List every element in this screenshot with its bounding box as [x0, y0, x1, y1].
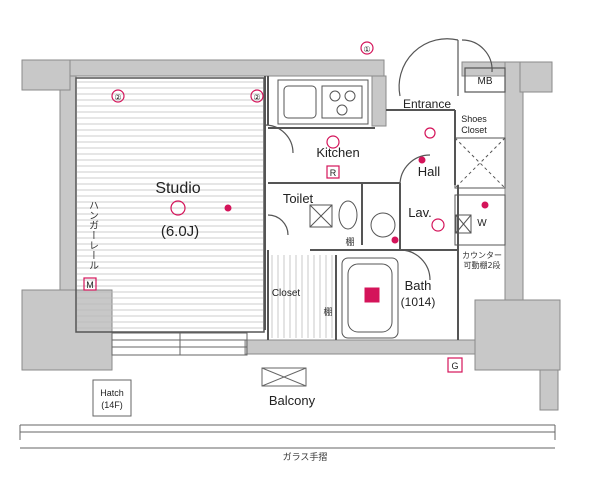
lav-fixtures: [370, 137, 506, 246]
right-wing: [519, 61, 553, 93]
toilet-label: Toilet: [283, 191, 314, 206]
toilet-shelf-label: 棚: [345, 236, 354, 248]
mb-label: MB: [478, 76, 493, 87]
kitchen-label: Kitchen: [316, 145, 359, 160]
toilet-fan-icon: [309, 204, 333, 228]
counter-label-2: 可動棚2段: [463, 260, 500, 270]
shoes-closet-label-1: Shoes: [461, 114, 487, 124]
hatch-label-1: Hatch: [100, 388, 124, 398]
shoes-closet-floor: [454, 137, 506, 189]
lav-label: Lav.: [408, 205, 432, 220]
bath-label: Bath: [405, 278, 432, 293]
kitchen-fixtures: [277, 79, 369, 125]
walls: [21, 59, 561, 411]
outlet-marker-1: [360, 41, 374, 55]
balcony: [19, 367, 556, 449]
studio-floor: [77, 81, 263, 329]
labels: Studio (6.0J) Kitchen Hall Toilet Lav. B…: [86, 45, 502, 463]
toilet-bowl-icon: [338, 200, 358, 230]
gas-marker-box: [447, 357, 463, 373]
shoes-closet-label-2: Closet: [461, 125, 487, 135]
bathtub-icon: [341, 257, 399, 339]
balcony-label: Balcony: [269, 393, 316, 408]
closet-label: Closet: [272, 288, 301, 299]
studio-size-label: (6.0J): [161, 223, 199, 240]
washer-space: [454, 194, 506, 246]
kitchen-top-wall: [371, 75, 387, 127]
sink-icon: [283, 85, 317, 119]
toilet-door-arc: [267, 214, 289, 236]
washbasin-icon: [370, 212, 396, 238]
ceiling-light-dot: [224, 204, 232, 212]
mb-door-arc: [461, 39, 493, 73]
m-text: M: [86, 280, 94, 290]
kitchen-door-arc: [264, 124, 294, 154]
washer-label: W: [477, 218, 487, 229]
m-marker-box: [83, 277, 97, 291]
bath-vent-icon: [364, 287, 380, 303]
outlet-marker-2a: [111, 89, 125, 103]
outlet-2b-text: ②: [253, 93, 260, 102]
kitchen-ceiling-icon: [326, 135, 340, 149]
right-pillar: [474, 299, 561, 371]
outlet-2a-text: ②: [114, 93, 121, 102]
left-pillar: [21, 289, 113, 371]
entrance-label: Entrance: [403, 97, 451, 111]
hatch-label-2: (14F): [101, 400, 123, 410]
toilet-fixtures: [309, 200, 358, 230]
closet-shelf-label: 棚: [323, 306, 332, 318]
studio-window: [111, 332, 248, 356]
hall-door-arc: [399, 154, 431, 186]
closet-floor: [271, 255, 333, 338]
entrance-light-icon: [424, 127, 436, 139]
bath-size-label: (1014): [401, 295, 436, 309]
outlet-marker-2b: [250, 89, 264, 103]
studio-ceiling-icon: [170, 200, 186, 216]
top-wall: [21, 59, 385, 77]
hatch-box: [92, 379, 132, 417]
r-marker-box: [326, 165, 340, 179]
glass-railing-label: ガラス手摺: [283, 451, 328, 463]
studio-outline: [75, 77, 265, 333]
bottom-wall: [244, 339, 476, 355]
balcony-drain: [261, 367, 307, 387]
entrance-door-arc: [398, 38, 459, 97]
bath-fixtures: [341, 257, 399, 339]
gas-text: G: [451, 361, 458, 371]
entrance-doors: [264, 38, 506, 281]
stove-icon: [321, 85, 363, 119]
outlet-1-text: ①: [363, 45, 370, 54]
mb-box: [464, 67, 506, 93]
interior-walls: [264, 76, 459, 340]
left-wing: [21, 59, 71, 91]
hanger-rail-label: ハンガーレール: [87, 200, 99, 270]
r-text: R: [330, 168, 337, 178]
kitchen-counter: [277, 79, 369, 125]
studio-label: Studio: [155, 180, 200, 197]
hall-light-dot: [418, 156, 426, 164]
lav-ceiling-icon: [431, 218, 445, 232]
hall-label: Hall: [418, 164, 441, 179]
bath-door-arc: [399, 249, 431, 281]
lav-light-dot: [391, 236, 399, 244]
electrical-markers: [83, 41, 489, 373]
counter-label-1: カウンター: [462, 251, 502, 260]
right-pillar-ext: [539, 369, 559, 411]
washer-marker: [481, 201, 489, 209]
